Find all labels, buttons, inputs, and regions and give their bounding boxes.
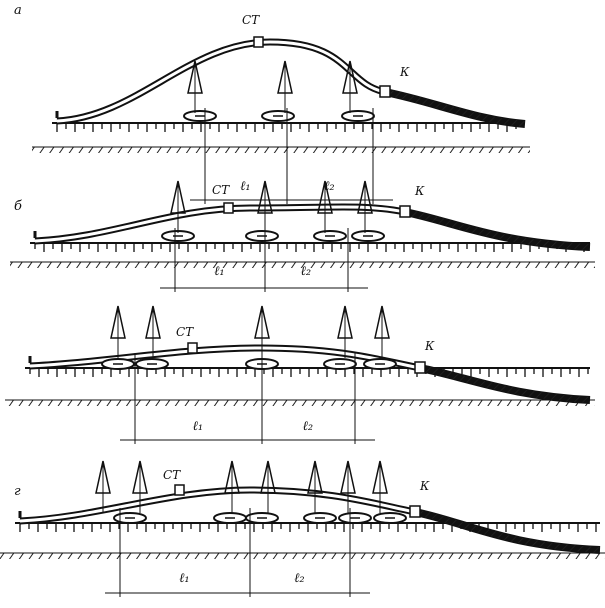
station-label: СТ — [163, 468, 181, 482]
station-label: СТ — [212, 183, 230, 197]
span-l1-label: ℓ₁ — [214, 264, 225, 279]
laid-pipe-hatch — [384, 89, 526, 127]
joint-station-box — [187, 342, 198, 354]
station-label: СТ — [242, 13, 260, 27]
trench-bottom-hatch — [0, 553, 605, 559]
crane-k-label: К — [399, 65, 410, 79]
station-label: СТ — [176, 325, 194, 339]
panel-letter: а — [14, 3, 22, 18]
span-l1-label: ℓ₁ — [240, 179, 251, 194]
trench-bottom-hatch — [10, 262, 595, 268]
crane-k-box — [379, 85, 391, 98]
laid-pipe-hatch — [414, 509, 601, 553]
pipe-inner — [19, 488, 416, 523]
span-l2-label: ℓ₂ — [324, 179, 335, 194]
joint-station-box — [253, 36, 264, 48]
pipe-outer — [34, 203, 406, 245]
span-l2-label: ℓ₂ — [294, 571, 305, 586]
crane-k-label: К — [424, 339, 435, 353]
panel-3: СТ Кℓ₁ ℓ₂ — [5, 305, 595, 444]
span-l2-label: ℓ₂ — [303, 419, 314, 434]
panel-2: б СТ Кℓ₁ ℓ₂ — [10, 180, 595, 292]
panel-letter: г — [14, 484, 21, 499]
panel-4: г СТ Кℓ₁ ℓ₂ — [0, 460, 605, 597]
trench-bottom-hatch — [32, 147, 530, 153]
pipe-outer — [29, 344, 421, 372]
joint-station-box — [223, 202, 234, 214]
joint-station-box — [174, 484, 185, 496]
span-l2-label: ℓ₂ — [301, 264, 312, 279]
laid-pipe-hatch — [404, 209, 591, 250]
crane-k-label: К — [419, 479, 430, 493]
laid-pipe-hatch — [419, 365, 591, 403]
panel-1: аСТ Кℓ₁ ℓ₂ — [14, 3, 530, 204]
crane-k-box — [414, 361, 426, 374]
span-l1-label: ℓ₁ — [193, 419, 204, 434]
panel-letter: б — [14, 199, 22, 214]
span-l1-label: ℓ₁ — [179, 571, 190, 586]
crane-k-label: К — [414, 184, 425, 198]
crane-k-box — [409, 505, 421, 518]
crane-k-box — [399, 205, 411, 218]
trench-bottom-hatch — [5, 400, 595, 406]
